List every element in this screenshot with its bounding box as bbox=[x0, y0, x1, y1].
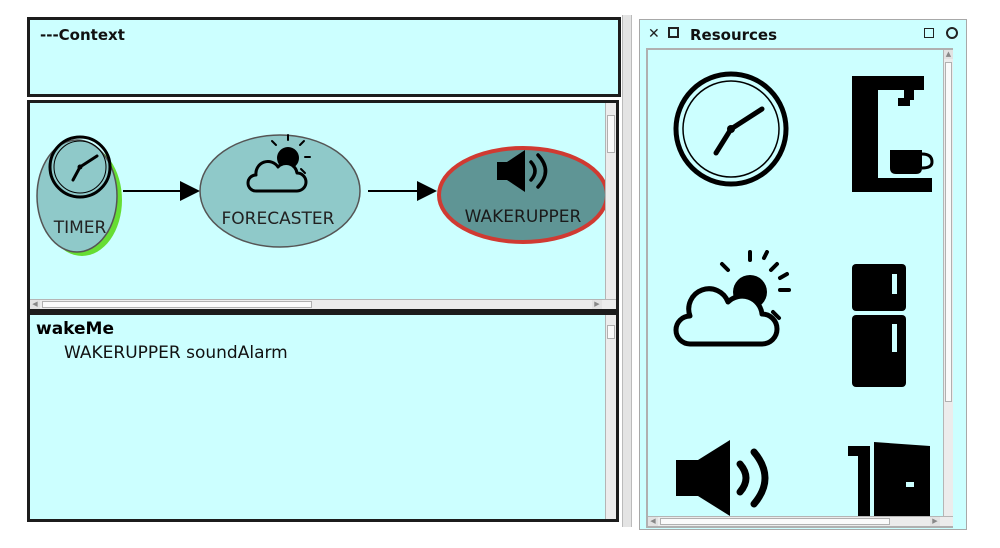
weather-icon bbox=[246, 134, 311, 193]
resources-palette[interactable]: ▲ ◀ ▶ bbox=[646, 48, 953, 528]
door-icon[interactable] bbox=[846, 440, 936, 520]
close-icon[interactable]: ✕ bbox=[648, 26, 660, 42]
context-title: ---Context bbox=[40, 26, 125, 44]
scrollbar-thumb[interactable] bbox=[945, 62, 952, 402]
scroll-right-arrow[interactable]: ▶ bbox=[592, 300, 602, 309]
scroll-left-arrow[interactable]: ◀ bbox=[648, 517, 658, 526]
speaker-icon[interactable] bbox=[674, 438, 779, 518]
window-menu-icon[interactable] bbox=[668, 27, 679, 38]
node-label: TIMER bbox=[53, 218, 107, 238]
palette-horizontal-scrollbar[interactable]: ◀ ▶ bbox=[648, 516, 953, 526]
node-label: FORECASTER bbox=[222, 209, 335, 229]
window-splitter[interactable] bbox=[622, 15, 632, 527]
resources-title: Resources bbox=[690, 26, 778, 44]
node-wakerupper[interactable]: WAKERUPPER bbox=[437, 146, 609, 244]
weather-icon[interactable] bbox=[668, 250, 803, 365]
graph-vertical-scrollbar[interactable] bbox=[605, 103, 616, 299]
scrollbar-thumb[interactable] bbox=[607, 115, 615, 153]
fridge-icon[interactable] bbox=[848, 262, 910, 392]
script-method-name[interactable]: wakeMe bbox=[36, 319, 115, 339]
context-panel: ---Context bbox=[27, 17, 621, 97]
coffee-maker-icon[interactable] bbox=[846, 70, 938, 195]
resources-title-bar[interactable]: ✕ Resources bbox=[640, 20, 966, 48]
script-panel[interactable]: wakeMe WAKERUPPER soundAlarm bbox=[27, 312, 619, 522]
scrollbar-thumb[interactable] bbox=[42, 301, 312, 308]
script-statement[interactable]: WAKERUPPER soundAlarm bbox=[64, 343, 288, 363]
palette-vertical-scrollbar[interactable]: ▲ bbox=[943, 50, 953, 516]
scroll-up-arrow[interactable]: ▲ bbox=[944, 50, 953, 59]
speaker-icon bbox=[497, 150, 548, 192]
node-forecaster[interactable]: FORECASTER bbox=[199, 134, 361, 248]
resources-window: ✕ Resources bbox=[639, 19, 967, 530]
graph-horizontal-scrollbar[interactable]: ◀ ▶ bbox=[30, 299, 616, 309]
scroll-right-arrow[interactable]: ▶ bbox=[930, 517, 940, 526]
scroll-left-arrow[interactable]: ◀ bbox=[30, 300, 40, 309]
clock-icon[interactable] bbox=[670, 68, 792, 190]
scrollbar-thumb[interactable] bbox=[607, 325, 615, 339]
collapse-icon[interactable] bbox=[924, 28, 934, 38]
clock-icon bbox=[48, 135, 112, 199]
node-timer[interactable]: TIMER bbox=[36, 135, 122, 256]
graph-canvas[interactable]: TIMER FORECASTER bbox=[27, 100, 619, 312]
expand-icon[interactable] bbox=[946, 27, 958, 39]
node-label: WAKERUPPER bbox=[465, 207, 582, 227]
graph-svg[interactable]: TIMER FORECASTER bbox=[30, 103, 616, 309]
scrollbar-thumb[interactable] bbox=[660, 518, 890, 525]
script-vertical-scrollbar[interactable] bbox=[605, 315, 616, 519]
